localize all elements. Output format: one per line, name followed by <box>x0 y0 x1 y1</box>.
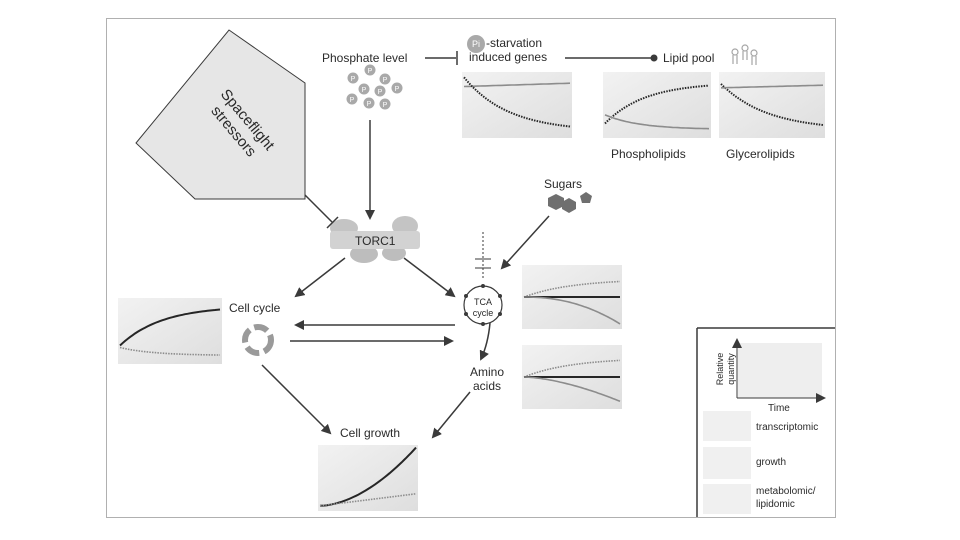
phosphate-dot <box>347 72 359 84</box>
tca-plot-curve-3 <box>524 296 621 325</box>
legend <box>696 327 835 517</box>
torc1-complex <box>330 216 420 263</box>
starvation-label: -starvation induced genes <box>469 36 547 64</box>
cell-growth-plot <box>318 445 418 511</box>
amino-line2: acids <box>472 379 501 393</box>
cell-growth-plot-background <box>318 445 418 511</box>
glycerolipids-plot-background <box>719 72 825 138</box>
inhibit-bar-torc1 <box>326 216 339 229</box>
cell-cycle-icon <box>242 324 274 356</box>
amino-line1: Amino <box>469 365 504 379</box>
phosphate-dot-label: P <box>378 89 383 96</box>
phosphate-dot <box>358 83 370 95</box>
torc1-label: TORC1 <box>355 234 396 248</box>
cell-cycle-plot <box>118 298 222 364</box>
phosphate-dot-label: P <box>368 68 373 75</box>
sugars-label: Sugars <box>544 177 583 191</box>
arrow-cellcycle-to-growth <box>261 364 332 435</box>
phospholipids-plot <box>603 72 711 138</box>
lipid-molecule-icon <box>731 44 758 65</box>
glycerolipids-label: Glycerolipids <box>726 147 795 161</box>
phosphate-dot <box>379 98 391 110</box>
glycerolipids-plot <box>719 72 825 138</box>
legend-x-axis-label: Time <box>768 403 790 414</box>
cell-cycle-plot-curve-1 <box>119 308 221 347</box>
inhibit-stressors-torc1 <box>304 194 333 223</box>
cell-cycle-label: Cell cycle <box>229 301 281 315</box>
phosphate-dot <box>379 73 391 85</box>
tca-label: TCA cycle <box>468 297 498 319</box>
phosphate-dot <box>364 64 376 76</box>
legend-y-line1: Relative <box>715 352 725 386</box>
spaceflight-stressors-shape <box>135 29 306 200</box>
tca-cycle-icon <box>463 232 503 326</box>
cell-growth-plot-curve-1 <box>319 446 417 507</box>
amino-acids-plot <box>522 345 622 409</box>
phosphate-dot-label: P <box>362 87 367 94</box>
tca-line1: TCA <box>474 297 492 307</box>
tca-plot-curve-1 <box>523 280 621 298</box>
starvation-line2: induced genes <box>469 50 548 64</box>
tca-line2: cycle <box>472 308 494 318</box>
glycerolipids-plot-curve-1 <box>720 83 824 126</box>
phospholipids-label: Phospholipids <box>611 147 686 161</box>
arrow-dot-lipid <box>650 54 658 62</box>
phospholipids-plot-curve-2 <box>604 114 710 130</box>
pi-symbol-label: Pi <box>471 39 480 49</box>
legend-item-transcriptomic: transcriptomic <box>756 422 819 433</box>
arrow-sugars-to-tca <box>500 215 550 270</box>
legend-item-metabolomic: metabolomic/ lipidomic <box>756 485 815 511</box>
phospholipids-plot-curve-1 <box>604 84 710 125</box>
starvation-line1: -starvation <box>486 36 543 50</box>
mini-plots <box>118 72 825 511</box>
sugar-molecules-icon <box>548 192 592 213</box>
amino-acids-label: Amino acids <box>462 365 512 393</box>
starvation-genes-plot <box>462 72 572 138</box>
amino-acids-plot-curve-1 <box>523 359 621 378</box>
tca-plot <box>522 265 622 329</box>
legend-swatch-growth <box>703 447 751 479</box>
phosphate-dot-label: P <box>367 101 372 108</box>
phosphate-dot <box>374 85 386 97</box>
arrow-amino-to-growth <box>431 391 471 439</box>
legend-item-metabolomic-line2: lipidomic <box>756 499 795 510</box>
amino-acids-plot-curve-3 <box>523 376 621 403</box>
cell-growth-label: Cell growth <box>340 426 401 440</box>
arrow-tca-to-amino <box>479 322 491 361</box>
starvation-genes-plot-curve-1 <box>463 82 571 88</box>
pi-symbol-icon <box>467 35 485 53</box>
starvation-genes-plot-background <box>462 72 572 138</box>
starvation-genes-plot-curve-2 <box>463 76 571 128</box>
arrow-torc1-to-cellcycle <box>294 257 346 298</box>
cell-cycle-plot-curve-2 <box>119 346 220 356</box>
lipid-pool-label: Lipid pool <box>663 51 715 65</box>
legend-item-metabolomic-line1: metabolomic/ <box>756 486 816 497</box>
legend-swatch-metabolomic <box>703 484 751 514</box>
glycerolipids-plot-curve-2 <box>721 84 824 89</box>
phosphate-dot-label: P <box>350 97 355 104</box>
phosphate-dot <box>391 82 403 94</box>
phosphate-dot-label: P <box>383 77 388 84</box>
cell-cycle-plot-background <box>118 298 222 364</box>
phosphate-level-label: Phosphate level <box>322 51 408 65</box>
phosphate-dot-label: P <box>351 76 356 83</box>
phosphate-dot-label: P <box>383 102 388 109</box>
phosphate-dot <box>363 97 375 109</box>
legend-y-line2: quantity <box>726 353 736 385</box>
legend-axes-panel <box>738 343 822 398</box>
phosphate-dot <box>346 93 358 105</box>
legend-item-growth: growth <box>756 457 787 468</box>
arrow-torc1-to-tca <box>403 257 456 298</box>
legend-y-axis-label: Relative quantity <box>715 343 737 395</box>
phosphate-dot-label: P <box>395 86 400 93</box>
legend-swatch-transcriptomic <box>703 411 751 441</box>
